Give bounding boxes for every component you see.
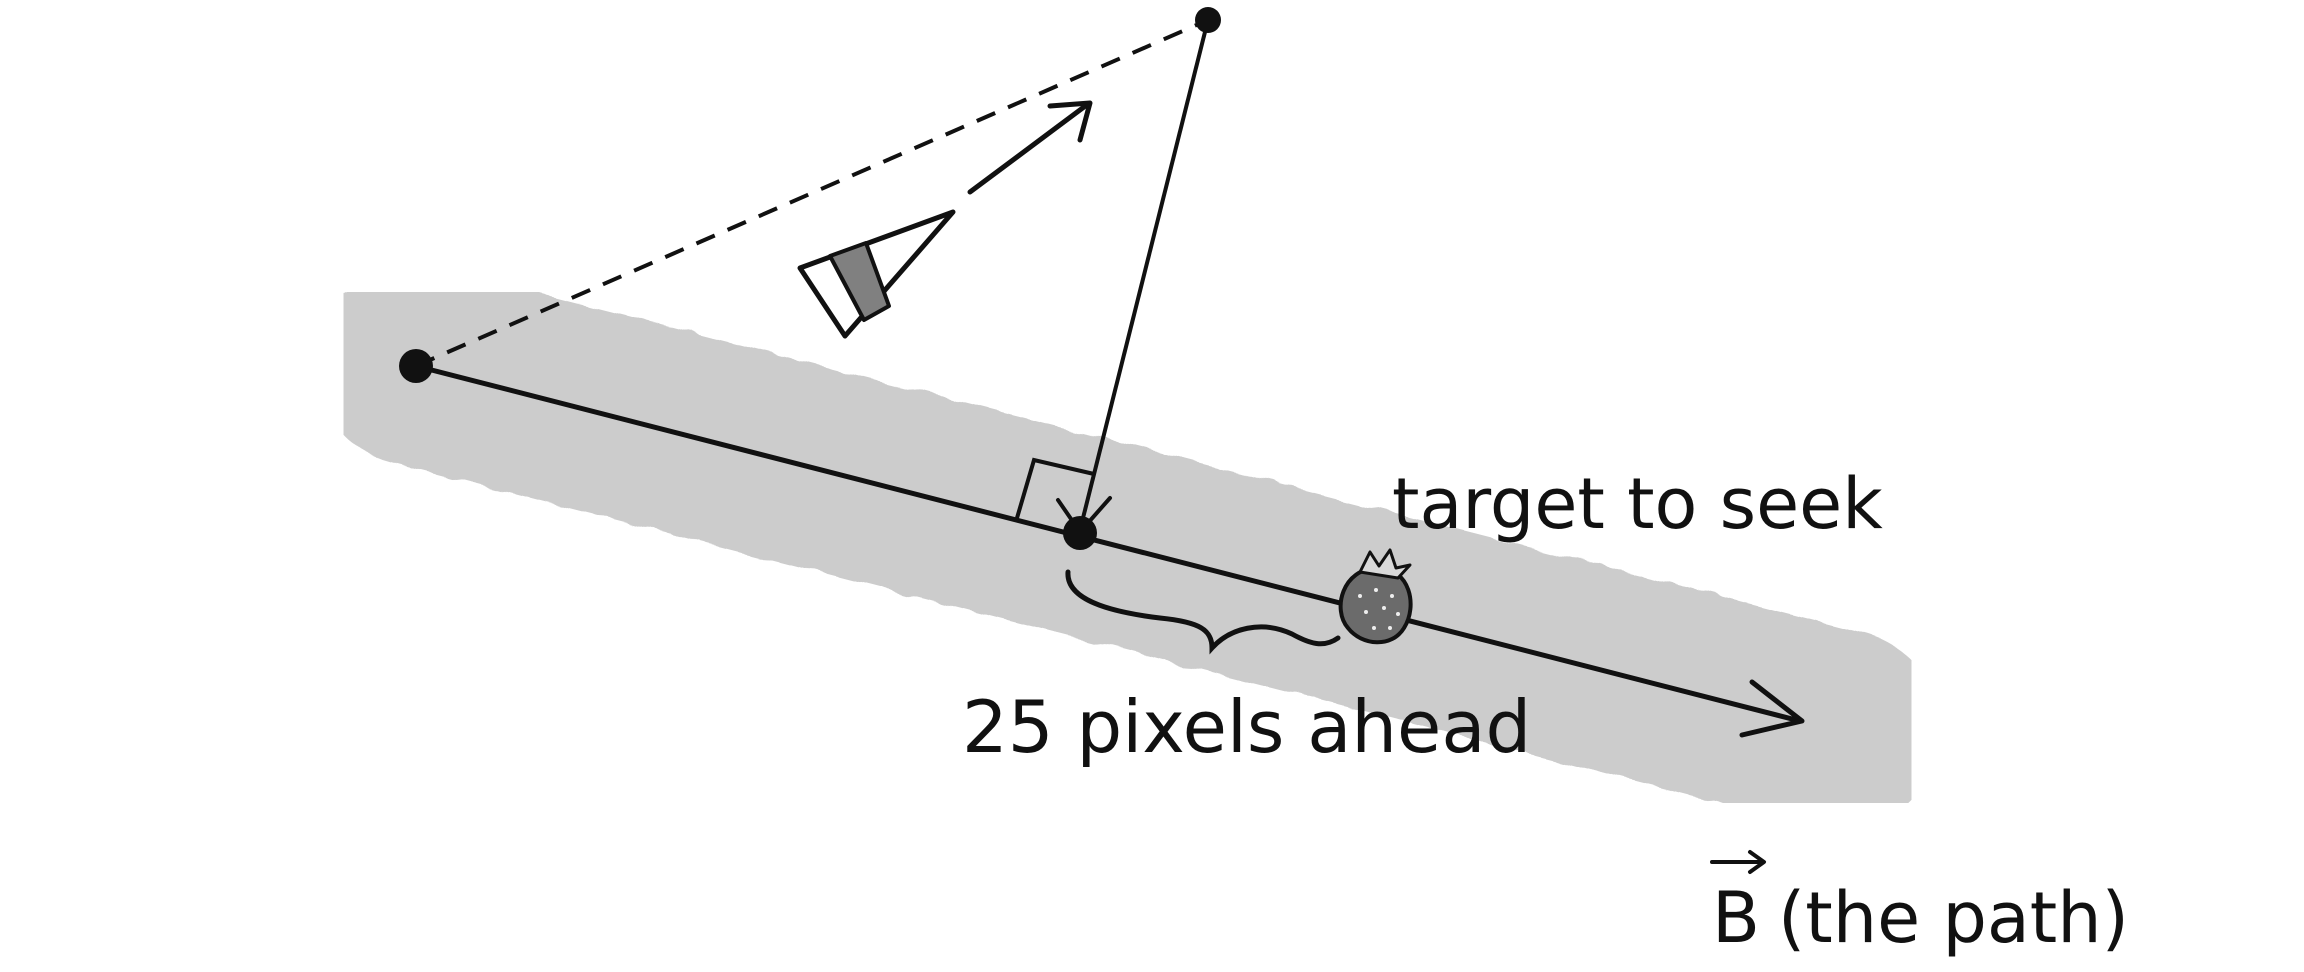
right-angle-marker — [1015, 457, 1095, 519]
path-vector-symbol: B — [1712, 877, 1760, 959]
distance-label: 25 pixels ahead — [962, 685, 1531, 769]
normal-point — [1063, 516, 1097, 550]
vector-arrow-mark-head — [1748, 850, 1766, 874]
path-arrowhead — [1739, 679, 1805, 738]
strawberry-icon — [1338, 548, 1413, 645]
velocity-arrowhead — [1047, 100, 1093, 143]
velocity-arrow — [967, 101, 1091, 195]
path-start-point — [399, 349, 433, 383]
target-label: target to seek — [1392, 463, 1883, 545]
future-position-point — [1195, 7, 1221, 33]
path-vector-line — [415, 363, 1801, 724]
distance-brace — [1065, 569, 1341, 655]
dashed-future-line — [415, 18, 1209, 368]
path-caption: (the path) — [1778, 877, 2129, 959]
triangle-vehicle-icon — [797, 209, 956, 339]
projection-line — [1078, 19, 1210, 531]
